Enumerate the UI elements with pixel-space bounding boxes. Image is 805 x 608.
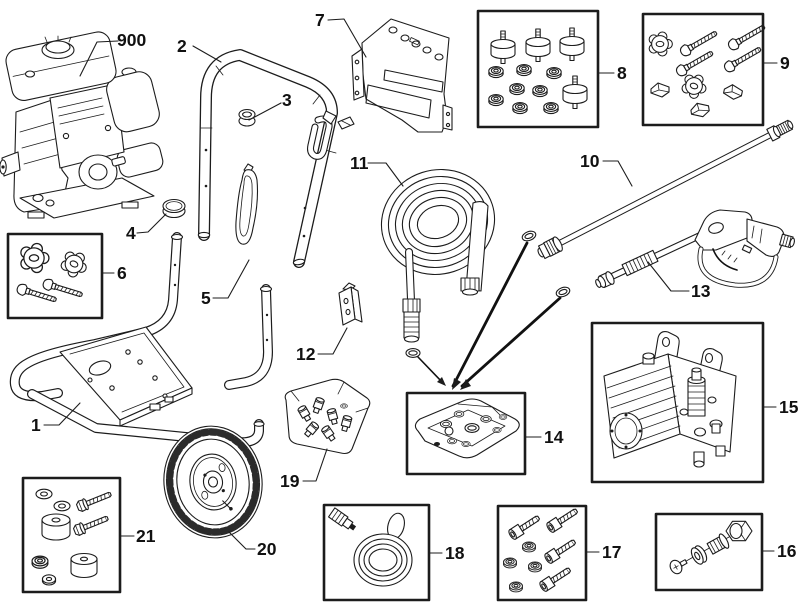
kit-box-14 [405,391,527,476]
kit-box-15 [590,321,765,484]
leader-5 [212,259,250,299]
part-label-900: 900 [117,30,147,50]
kit-box-16 [654,512,764,592]
part-label-18: 18 [445,543,465,563]
leader-11 [367,162,404,187]
panel-drawing [337,18,453,133]
wand-drawing [520,119,794,260]
part-label-13: 13 [691,281,711,301]
handle-drawing [197,49,338,268]
kit-box-9 [641,12,765,127]
leader-20 [228,531,256,550]
axle-hardware-kit-drawing [31,488,114,586]
part-label-9: 9 [780,53,790,73]
part-label-15: 15 [779,397,799,417]
hose-drawing [380,168,496,358]
leader-12 [317,327,348,355]
part-label-7: 7 [315,10,325,30]
leader-3 [248,102,282,121]
part-label-2: 2 [177,36,187,56]
handle-hardware-kit-drawing [648,21,768,119]
part-label-17: 17 [602,542,622,562]
gun-o-ring [554,284,572,300]
leader-4 [136,213,167,234]
knob-bolt-kit-drawing [15,242,92,306]
part-label-6: 6 [117,263,127,283]
frame-drawing [9,232,273,448]
leader-900 [79,40,119,77]
pump-fastener-kit-drawing [503,505,581,594]
hose-o-ring [405,348,421,358]
kit-box-6 [6,232,104,320]
part-label-11: 11 [350,153,369,173]
leader-13 [647,261,690,292]
leader-7 [327,18,367,58]
part-label-12: 12 [296,344,316,364]
vibration-mount-kit-drawing [488,27,588,115]
o-ring-kit-drawing [414,398,520,459]
part-label-19: 19 [280,471,300,491]
leader-1 [43,402,81,426]
part-label-20: 20 [257,539,277,559]
part-label-5: 5 [201,288,211,308]
kit-box-21 [21,476,122,594]
part-label-10: 10 [580,151,600,171]
kit-box-17 [496,504,588,602]
pump-drawing [603,331,737,468]
part-label-16: 16 [777,541,797,561]
wand-o-ring [520,228,538,244]
siphon-hose-kit-drawing [328,507,413,587]
clip-drawing [338,282,363,326]
grommet-drawing [238,108,256,127]
engine-drawing [0,31,164,219]
part-label-3: 3 [282,90,292,110]
part-label-4: 4 [126,223,136,243]
kit-boxes [6,9,765,602]
gun-drawing [554,209,795,300]
leader-19 [302,448,328,482]
handle-hook-tip [322,110,337,125]
part-label-1: 1 [31,415,41,435]
kit-box-8 [476,9,600,129]
wheel-drawing [163,425,263,539]
nozzle-kit-drawing [284,378,371,455]
hex-cap [725,520,753,542]
outlet-fitting-kit-drawing [669,520,753,575]
part-label-8: 8 [617,63,627,83]
part-label-14: 14 [544,427,564,447]
leader-lines [43,18,778,554]
strap-drawing [235,163,259,245]
tube-cap-drawing [162,198,186,219]
leader-2 [192,45,222,63]
o-ring-kit-arrows [417,241,562,390]
leader-10 [602,160,633,187]
part-label-21: 21 [136,526,156,546]
